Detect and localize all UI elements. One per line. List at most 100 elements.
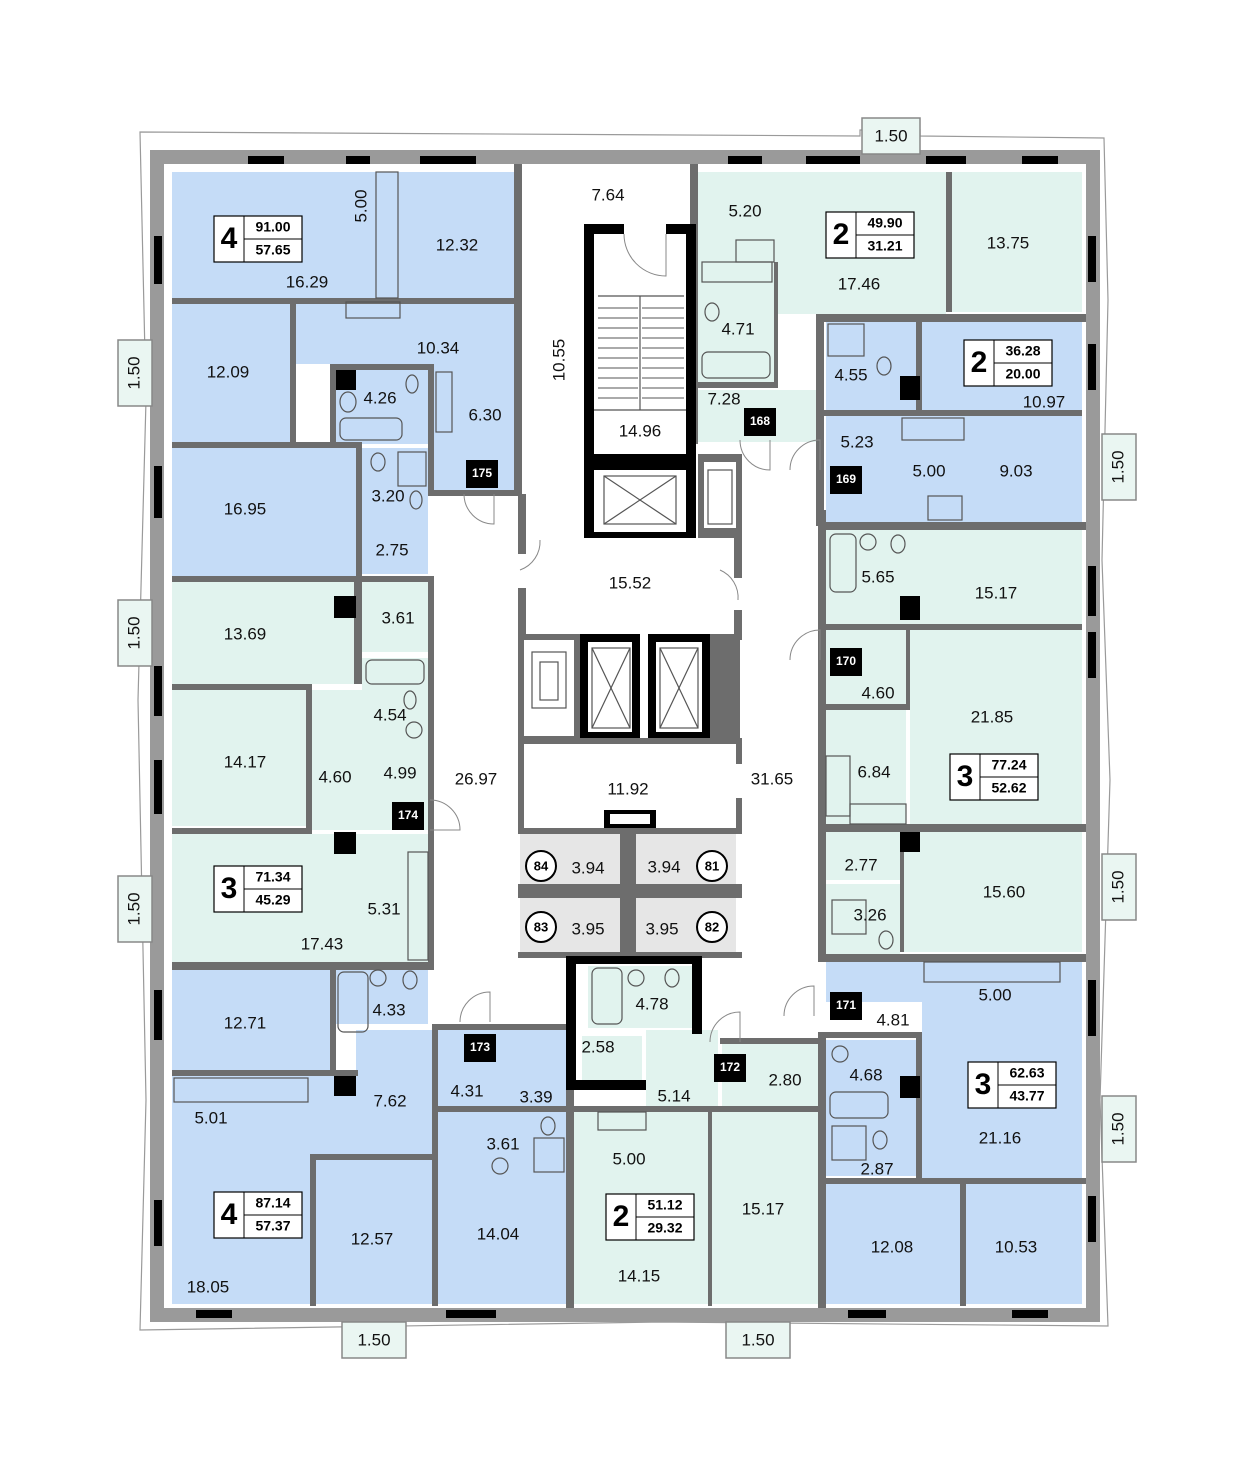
room-area: 3.95 — [571, 919, 604, 938]
balconies: 1.50 1.50 1.50 1.50 1.50 1.50 1.50 1.50 — [117, 117, 1137, 1359]
living-area: 29.32 — [647, 1220, 682, 1236]
room-area: 12.32 — [436, 235, 479, 254]
balcony-n: 1.50 — [861, 117, 921, 155]
room-area: 4.68 — [849, 1065, 882, 1084]
room-area: 12.09 — [207, 362, 250, 381]
room-area: 5.01 — [194, 1108, 227, 1127]
balcony-e2: 1.50 — [1101, 853, 1137, 921]
room-area: 15.17 — [975, 583, 1018, 602]
kitchen-counters — [173, 171, 1061, 1131]
apartment-tag: 2 36.28 20.00 — [963, 339, 1053, 387]
room-area: 5.20 — [728, 201, 761, 220]
room-area: 26.97 — [455, 769, 498, 788]
living-area: 52.62 — [991, 780, 1026, 796]
apartment-s[interactable] — [574, 966, 818, 1304]
balcony-label: 1.50 — [124, 356, 143, 389]
total-area: 62.63 — [1009, 1065, 1044, 1081]
room-area: 17.46 — [838, 274, 881, 293]
apartment-sw[interactable] — [172, 970, 566, 1304]
room-area: 3.95 — [645, 919, 678, 938]
apartment-e[interactable] — [826, 530, 1082, 954]
unit-badge: 169 — [830, 466, 862, 494]
room-count: 4 — [221, 1198, 238, 1231]
apartment-ne-small[interactable] — [826, 322, 1082, 522]
room-area-labels: 16.29 5.00 12.32 12.09 10.34 4.26 6.30 1… — [187, 185, 1066, 1296]
room-area: 2.75 — [375, 540, 408, 559]
living-area: 43.77 — [1009, 1088, 1044, 1104]
svg-text:170: 170 — [836, 654, 856, 668]
room-area: 16.29 — [286, 272, 329, 291]
total-area: 77.24 — [991, 757, 1026, 773]
room-area: 21.16 — [979, 1128, 1022, 1147]
room-area: 13.69 — [224, 624, 267, 643]
room-area: 10.55 — [549, 339, 568, 382]
room-area: 3.94 — [647, 857, 680, 876]
room-area: 3.20 — [371, 486, 404, 505]
room-area: 2.80 — [768, 1070, 801, 1089]
room-area: 14.04 — [477, 1224, 520, 1243]
apartment-tag: 3 77.24 52.62 — [949, 753, 1039, 801]
unit-badge: 172 — [714, 1054, 746, 1082]
room-count: 3 — [957, 760, 974, 793]
room-area: 18.05 — [187, 1277, 230, 1296]
unit-badges: 168 169 170 171 172 173 174 175 — [392, 408, 862, 1082]
balcony-label: 1.50 — [1108, 1112, 1127, 1145]
room-area: 10.53 — [995, 1237, 1038, 1256]
room-area: 2.58 — [581, 1037, 614, 1056]
balcony-s2: 1.50 — [725, 1321, 791, 1359]
storage-number: 83 — [534, 919, 548, 934]
living-area: 31.21 — [867, 238, 902, 254]
room-area: 5.65 — [861, 567, 894, 586]
svg-text:175: 175 — [472, 466, 492, 480]
room-area: 7.62 — [373, 1091, 406, 1110]
room-area: 5.00 — [912, 461, 945, 480]
balcony-label: 1.50 — [1108, 450, 1127, 483]
apartment-tag: 4 87.14 57.37 — [213, 1191, 303, 1239]
room-area: 14.17 — [224, 752, 267, 771]
apartment-w-upper[interactable] — [172, 582, 428, 962]
room-area: 5.14 — [657, 1086, 690, 1105]
room-area: 5.00 — [612, 1149, 645, 1168]
room-area: 4.99 — [383, 763, 416, 782]
room-count: 2 — [613, 1200, 630, 1233]
room-area: 11.92 — [607, 779, 648, 798]
storage-number: 84 — [534, 858, 549, 873]
unit-badge: 174 — [392, 802, 424, 830]
unit-badge: 175 — [466, 460, 498, 488]
apartment-tag: 3 62.63 43.77 — [967, 1061, 1057, 1109]
room-area: 16.95 — [224, 499, 267, 518]
room-area: 4.55 — [834, 365, 867, 384]
doors — [429, 233, 821, 1043]
total-area: 91.00 — [255, 219, 290, 235]
balcony-label: 1.50 — [741, 1330, 774, 1349]
living-area: 57.37 — [255, 1218, 290, 1234]
unit-badge: 168 — [744, 408, 776, 436]
total-area: 71.34 — [255, 869, 290, 885]
room-area: 17.43 — [301, 934, 344, 953]
room-count: 2 — [833, 218, 850, 251]
living-area: 45.29 — [255, 892, 290, 908]
balcony-label: 1.50 — [1108, 870, 1127, 903]
room-area: 4.60 — [861, 683, 894, 702]
room-area: 4.78 — [635, 994, 668, 1013]
svg-text:172: 172 — [720, 1060, 740, 1074]
room-area: 15.17 — [742, 1199, 785, 1218]
room-area: 4.31 — [450, 1081, 483, 1100]
room-area: 12.57 — [351, 1229, 394, 1248]
apartment-tag: 2 49.90 31.21 — [825, 211, 915, 259]
svg-text:173: 173 — [470, 1040, 490, 1054]
balcony-s1: 1.50 — [341, 1321, 407, 1359]
balcony-w1: 1.50 — [117, 339, 153, 407]
room-area: 4.71 — [721, 319, 754, 338]
svg-text:171: 171 — [836, 998, 856, 1012]
room-area: 2.87 — [860, 1159, 893, 1178]
room-area: 4.33 — [372, 1000, 405, 1019]
apartment-tag: 4 91.00 57.65 — [213, 215, 303, 263]
room-area: 4.26 — [363, 388, 396, 407]
apartment-tag: 2 51.12 29.32 — [605, 1193, 695, 1241]
bathroom-fixtures — [337, 261, 906, 1175]
apartment-nw[interactable] — [172, 172, 518, 576]
balcony-label: 1.50 — [357, 1330, 390, 1349]
room-area: 3.61 — [486, 1134, 519, 1153]
